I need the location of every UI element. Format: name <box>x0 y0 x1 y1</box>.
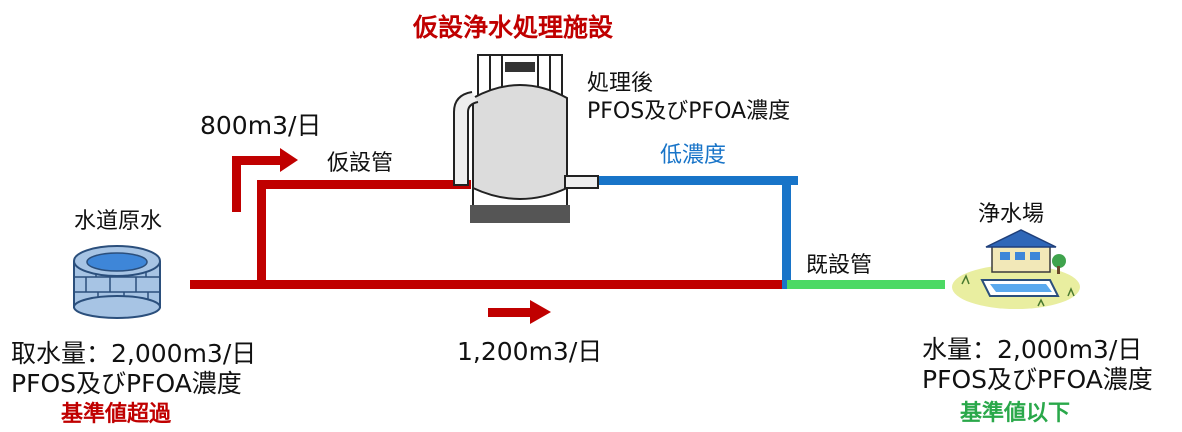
raw-water-label: 水道原水 <box>74 209 163 234</box>
existing-pipe-label: 既設管 <box>806 253 873 278</box>
after-treatment-label: 処理後 <box>587 71 654 96</box>
treatment-facility-title: 仮設浄水処理施設 <box>413 13 614 42</box>
main-flow-label: 1,200m3/日 <box>457 337 603 366</box>
treated-blue-down-pipe <box>782 176 791 289</box>
water-plant-label: 浄水場 <box>978 202 1045 227</box>
treated-blue-pipe <box>598 176 798 185</box>
bypass-red-pipe <box>257 180 471 189</box>
treatment-tank-icon <box>453 54 599 223</box>
well-icon <box>73 245 161 319</box>
after-treatment-concentration: PFOS及びPFOA濃度 <box>587 99 791 124</box>
main-flow-arrow <box>488 300 551 324</box>
plant-concentration-label: PFOS及びPFOA濃度 <box>922 365 1153 394</box>
bypass-riser-pipe <box>257 180 266 289</box>
bypass-flow-arrow <box>232 148 298 212</box>
plant-volume-label: 水量：2,000m3/日 <box>922 335 1143 364</box>
intake-volume-label: 取水量：2,000m3/日 <box>11 339 257 368</box>
source-concentration-label: PFOS及びPFOA濃度 <box>11 369 242 398</box>
water-plant-icon <box>952 229 1080 309</box>
bypass-flow-label: 800m3/日 <box>200 111 322 140</box>
existing-green-pipe <box>787 280 945 289</box>
pipes <box>190 176 945 289</box>
temporary-pipe-label: 仮設管 <box>327 151 394 176</box>
below-standard-label: 基準値以下 <box>960 401 1071 426</box>
low-concentration-label: 低濃度 <box>660 143 727 168</box>
main-red-pipe <box>190 280 787 289</box>
exceeds-standard-label: 基準値超過 <box>61 402 172 427</box>
